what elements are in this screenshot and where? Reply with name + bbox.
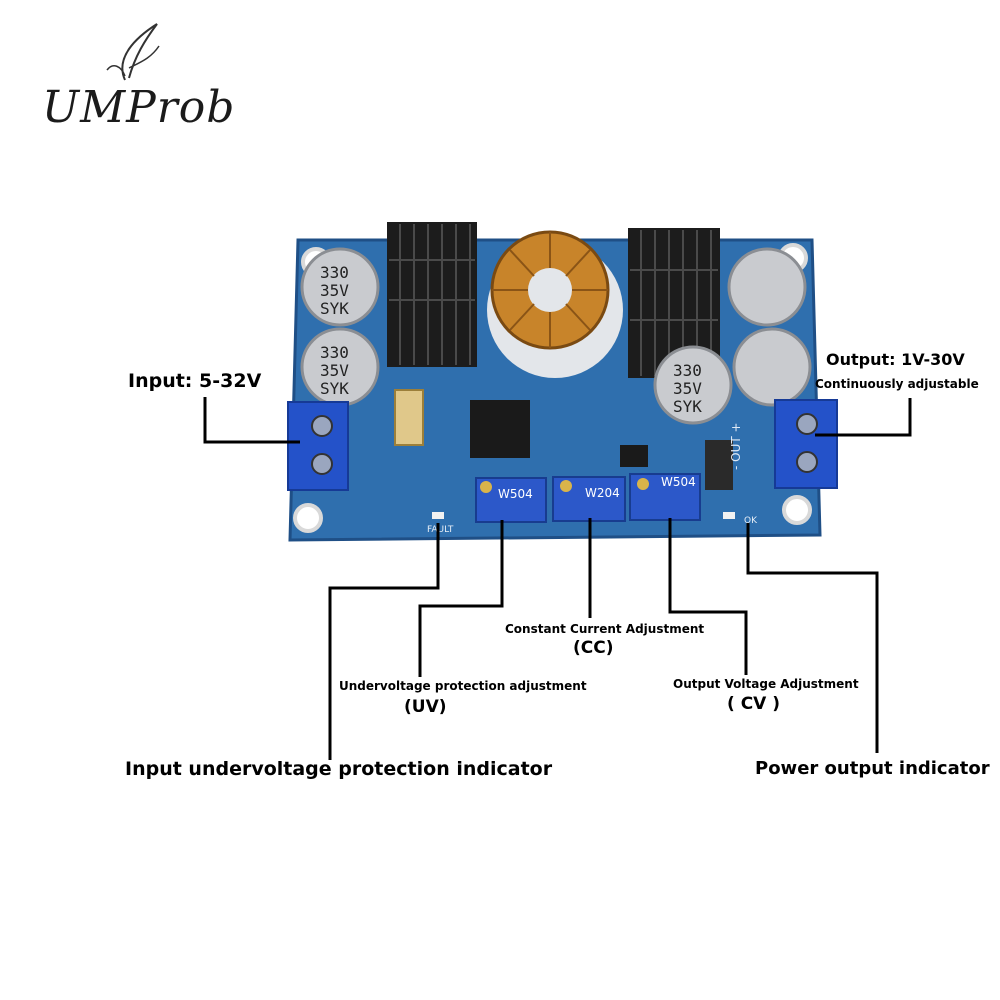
capacitor-3 bbox=[727, 247, 807, 327]
brand-logo-text: UMProb bbox=[42, 82, 236, 133]
label-cv-code: ( CV ) bbox=[727, 694, 781, 714]
leader-uv-indicator bbox=[328, 523, 440, 760]
svg-text:W204: W204 bbox=[585, 486, 620, 500]
label-uv-indicator: Input undervoltage protection indicator bbox=[125, 758, 553, 780]
cap-label: 330 bbox=[320, 343, 349, 362]
leader-uv bbox=[418, 520, 504, 677]
label-output: Output: 1V-30V bbox=[826, 350, 965, 369]
cap-label: 330 bbox=[320, 263, 349, 282]
label-input: Input: 5-32V bbox=[128, 370, 262, 392]
svg-text:FAULT: FAULT bbox=[427, 525, 454, 535]
label-uv-title: Undervoltage protection adjustment bbox=[339, 679, 587, 693]
cap-label: 35V bbox=[673, 379, 702, 398]
fault-led bbox=[432, 512, 444, 519]
fuse bbox=[394, 389, 424, 446]
cap-label: 330 bbox=[673, 361, 702, 380]
leader-input bbox=[203, 397, 300, 444]
inductor-smd bbox=[705, 440, 733, 490]
leader-output bbox=[815, 398, 912, 437]
mount-hole bbox=[293, 503, 323, 533]
ic-small bbox=[620, 445, 648, 467]
cap-label: SYK bbox=[320, 379, 349, 398]
capacitor-4 bbox=[732, 327, 812, 407]
svg-text:W504: W504 bbox=[661, 475, 696, 489]
cap-label: SYK bbox=[673, 397, 702, 416]
svg-text:OK: OK bbox=[744, 516, 758, 526]
svg-text:W504: W504 bbox=[498, 487, 533, 501]
out-silkscreen: - OUT + bbox=[729, 422, 743, 470]
cap-label: SYK bbox=[320, 299, 349, 318]
ic-chip bbox=[470, 400, 530, 458]
label-uv-code: (UV) bbox=[404, 697, 447, 717]
label-output-sub: Continuously adjustable bbox=[815, 377, 979, 391]
leader-cv bbox=[668, 518, 748, 675]
logo-flourish bbox=[106, 23, 160, 81]
label-cv-title: Output Voltage Adjustment bbox=[673, 677, 859, 691]
label-cc-code: (CC) bbox=[573, 638, 614, 658]
capacitor-1 bbox=[300, 247, 380, 327]
cap-label: 35V bbox=[320, 281, 349, 300]
label-power-indicator: Power output indicator bbox=[755, 758, 990, 779]
capacitor-5 bbox=[653, 345, 733, 425]
input-terminal bbox=[287, 401, 349, 491]
leader-power bbox=[746, 523, 879, 753]
label-cc-title: Constant Current Adjustment bbox=[505, 622, 705, 636]
heatsink-left bbox=[387, 222, 477, 367]
ok-led bbox=[723, 512, 735, 519]
mount-hole bbox=[782, 495, 812, 525]
cap-label: 35V bbox=[320, 361, 349, 380]
